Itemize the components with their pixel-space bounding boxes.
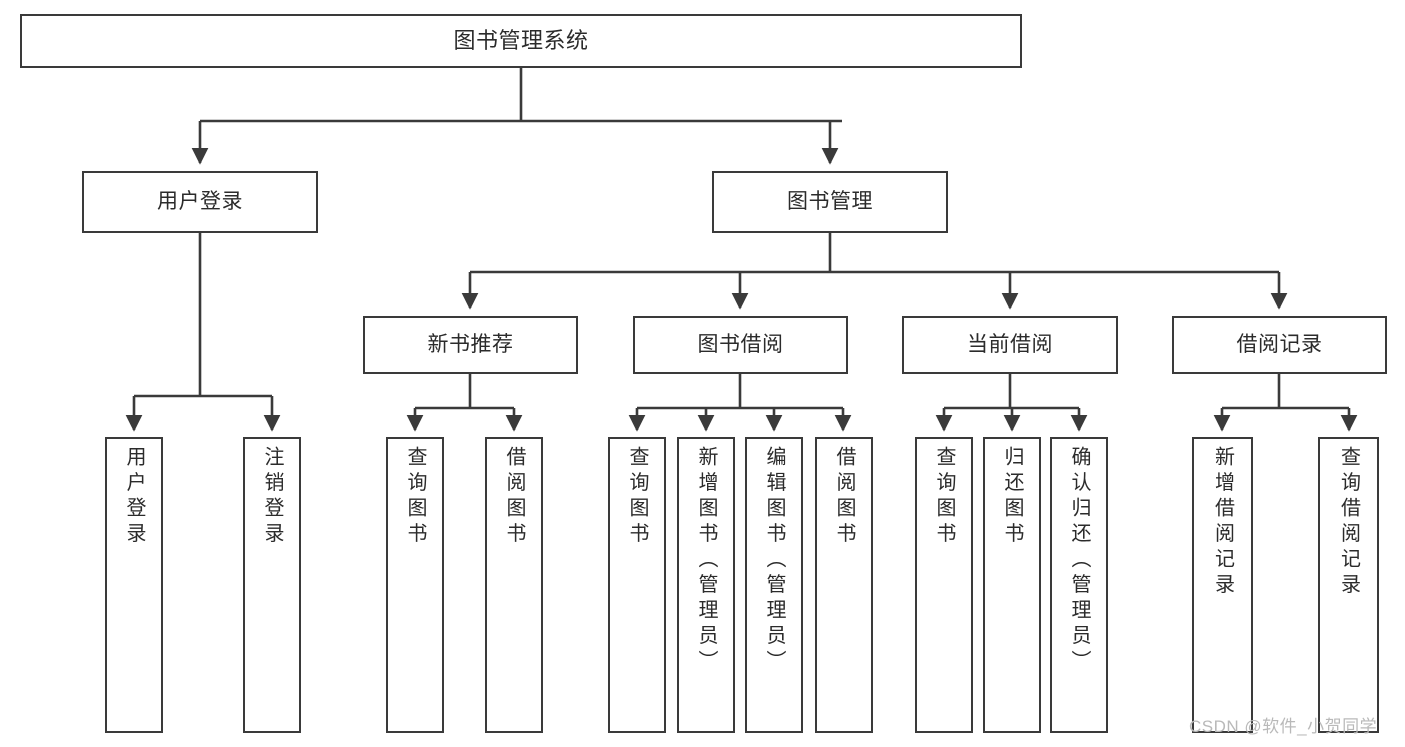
node-new-book-recommend[interactable]: 新书推荐 <box>363 316 578 374</box>
watermark-text: CSDN @软件_小贺同学 <box>1189 717 1378 736</box>
node-book-borrow[interactable]: 图书借阅 <box>633 316 848 374</box>
node-label: 用户登录 <box>123 446 145 548</box>
node-root-book-management-system[interactable]: 图书管理系统 <box>20 14 1022 68</box>
node-label: 注销登录 <box>261 446 283 548</box>
leaf-borrow-record-add-record[interactable]: 新增借阅记录 <box>1192 437 1253 733</box>
node-label: 确认归还（管理员） <box>1068 446 1090 676</box>
node-label: 编辑图书（管理员） <box>763 446 785 676</box>
node-label: 新增借阅记录 <box>1211 446 1234 599</box>
node-book-management[interactable]: 图书管理 <box>712 171 948 233</box>
node-borrow-record[interactable]: 借阅记录 <box>1172 316 1387 374</box>
node-label: 借阅图书 <box>833 446 855 548</box>
node-label: 查询图书 <box>626 446 648 548</box>
leaf-book-borrow-add-book-admin[interactable]: 新增图书（管理员） <box>677 437 735 733</box>
node-label: 新增图书（管理员） <box>695 446 717 676</box>
node-label: 查询图书 <box>933 446 955 548</box>
node-current-borrow[interactable]: 当前借阅 <box>902 316 1118 374</box>
node-label: 查询图书 <box>404 446 426 548</box>
node-label: 借阅记录 <box>1236 332 1323 356</box>
node-label: 新书推荐 <box>427 332 514 356</box>
leaf-book-borrow-borrow-book[interactable]: 借阅图书 <box>815 437 873 733</box>
leaf-book-borrow-query-book[interactable]: 查询图书 <box>608 437 666 733</box>
leaf-current-borrow-confirm-return-admin[interactable]: 确认归还（管理员） <box>1050 437 1108 733</box>
leaf-user-login-login[interactable]: 用户登录 <box>105 437 163 733</box>
leaf-current-borrow-return-book[interactable]: 归还图书 <box>983 437 1041 733</box>
node-label: 当前借阅 <box>967 332 1053 356</box>
node-label: 借阅图书 <box>503 446 525 548</box>
leaf-user-login-logout[interactable]: 注销登录 <box>243 437 301 733</box>
leaf-new-book-borrow-book[interactable]: 借阅图书 <box>485 437 543 733</box>
node-label: 图书借阅 <box>697 332 784 356</box>
node-label: 查询借阅记录 <box>1337 446 1360 599</box>
leaf-new-book-query-book[interactable]: 查询图书 <box>386 437 444 733</box>
node-user-login[interactable]: 用户登录 <box>82 171 318 233</box>
node-label: 归还图书 <box>1001 446 1023 548</box>
node-label: 图书管理系统 <box>453 28 589 54</box>
leaf-current-borrow-query-book[interactable]: 查询图书 <box>915 437 973 733</box>
node-label: 图书管理 <box>787 189 873 213</box>
leaf-borrow-record-query-record[interactable]: 查询借阅记录 <box>1318 437 1379 733</box>
node-label: 用户登录 <box>157 189 243 213</box>
leaf-book-borrow-edit-book-admin[interactable]: 编辑图书（管理员） <box>745 437 803 733</box>
